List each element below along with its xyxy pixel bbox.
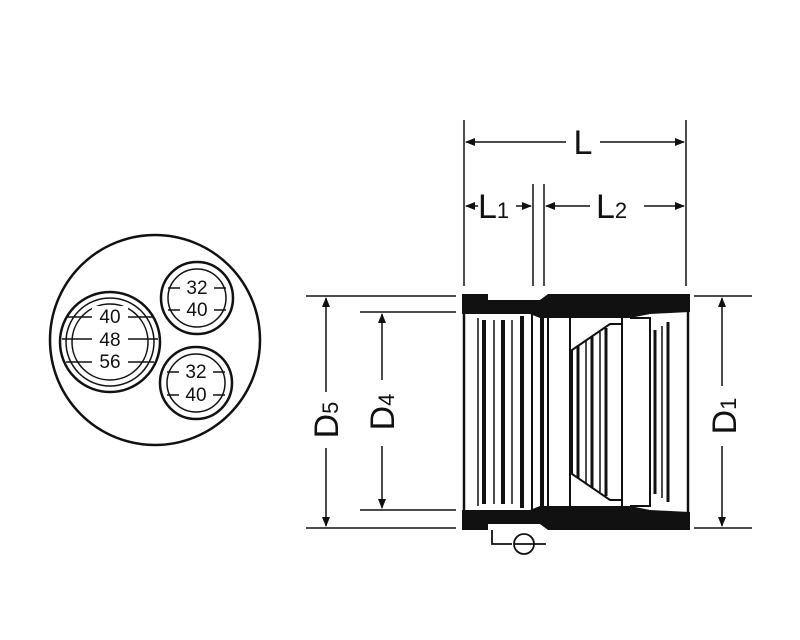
left-inner-lines [462,306,544,518]
small-socket-top-ring-2: 40 [186,300,207,321]
right-reducer [547,312,690,512]
dim-lengths-1-2 [465,184,685,286]
dim-diameter-1 [694,295,752,529]
body-top-wall [462,294,690,318]
drain-tab [491,530,546,555]
dim-diameter-1-label: D1 [706,398,744,435]
dim-diameter-4 [360,311,456,511]
small-socket-bottom-ring-1: 32 [185,362,206,383]
small-socket-top: 32 40 [159,260,235,336]
dim-diameter-5 [306,295,456,529]
dim-overall-length-label: L [574,124,593,162]
dim-length-1-label: L1 [478,188,509,226]
dim-length-2-label: L2 [596,188,627,226]
large-socket-ring-2: 48 [99,330,120,351]
large-socket-ring-3: 56 [99,352,120,373]
small-socket-top-ring-1: 32 [186,278,207,299]
side-view: L L1 L2 D5 [306,120,752,555]
end-view-outline [48,233,262,447]
body-bottom-wall [462,506,690,530]
large-socket: 40 48 56 [58,290,162,394]
end-view: 40 48 56 32 40 32 40 [48,233,262,447]
dim-overall-length [463,120,687,286]
dim-diameter-5-label: D5 [308,402,346,439]
small-socket-bottom: 32 40 [158,345,234,421]
large-socket-ring-1: 40 [99,307,120,328]
small-socket-bottom-ring-2: 40 [185,385,206,406]
dim-diameter-4-label: D4 [364,394,402,431]
